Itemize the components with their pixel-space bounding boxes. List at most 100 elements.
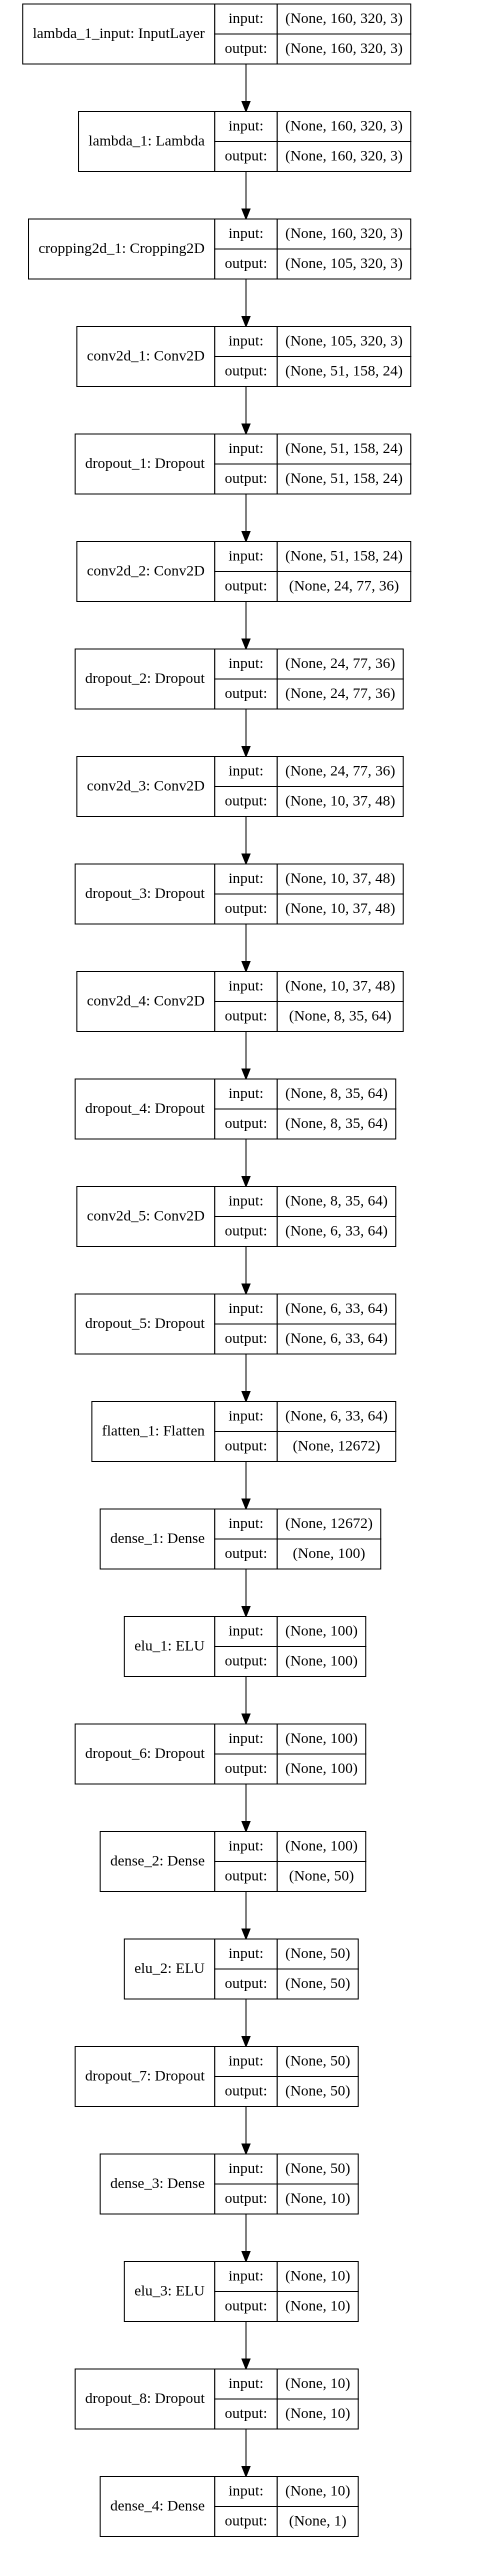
input-shape-cell	[276, 1723, 367, 1755]
input-shape: (None, 10, 37, 48)	[285, 871, 395, 887]
layer-name: conv2d_3: Conv2D	[87, 779, 205, 795]
input-label: input:	[228, 2161, 263, 2177]
flow-arrow	[241, 1246, 251, 1296]
layer-name: dense_4: Dense	[110, 2499, 205, 2515]
flow-arrow	[241, 601, 251, 651]
output-shape: (None, 1)	[289, 2514, 346, 2530]
input-label-cell	[214, 1078, 278, 1110]
layer-name: dropout_5: Dropout	[85, 1316, 205, 1332]
layer-name-cell	[76, 971, 216, 1032]
layer-name: conv2d_4: Conv2D	[87, 994, 205, 1010]
output-label: output:	[225, 1869, 268, 1885]
flow-arrow	[241, 64, 251, 113]
layer-name: dropout_6: Dropout	[85, 1746, 205, 1762]
input-label-cell	[214, 218, 278, 250]
input-label-cell	[214, 648, 278, 680]
output-shape: (None, 10)	[285, 2191, 350, 2207]
input-shape-cell	[276, 433, 412, 465]
flow-arrow	[241, 816, 251, 866]
output-shape: (None, 6, 33, 64)	[285, 1224, 387, 1240]
layer-name: elu_2: ELU	[134, 1961, 205, 1977]
input-label: input:	[228, 656, 263, 672]
output-shape: (None, 100)	[293, 1546, 365, 1562]
input-label: input:	[228, 549, 263, 565]
output-shape: (None, 160, 320, 3)	[285, 149, 402, 165]
input-shape: (None, 50)	[285, 2161, 350, 2177]
input-label: input:	[228, 441, 263, 457]
flow-arrow	[241, 924, 251, 973]
input-label: input:	[228, 979, 263, 995]
input-label: input:	[228, 1624, 263, 1640]
input-label-cell	[214, 1508, 278, 1540]
output-label: output:	[225, 1224, 268, 1240]
layer-name-cell	[123, 1938, 216, 2000]
layer-name-cell	[78, 111, 216, 172]
input-shape-cell	[276, 2476, 359, 2507]
input-label: input:	[228, 11, 263, 27]
input-shape: (None, 10)	[285, 2269, 350, 2285]
output-shape-cell	[276, 141, 412, 172]
input-label-cell	[214, 541, 278, 572]
layer-name: dense_3: Dense	[110, 2176, 205, 2192]
input-label-cell	[214, 1723, 278, 1755]
output-shape-cell	[276, 2398, 359, 2430]
output-label: output:	[225, 256, 268, 272]
input-shape-cell	[276, 648, 404, 680]
output-shape-cell	[276, 786, 404, 817]
input-label: input:	[228, 2054, 263, 2070]
input-shape: (None, 8, 35, 64)	[285, 1194, 387, 1210]
input-shape-cell	[276, 1078, 397, 1110]
input-shape: (None, 160, 320, 3)	[285, 119, 402, 135]
input-label: input:	[228, 1086, 263, 1102]
layer-name: dropout_2: Dropout	[85, 671, 205, 687]
input-label-cell	[214, 2261, 278, 2292]
output-shape: (None, 100)	[285, 1654, 357, 1670]
input-label-cell	[214, 971, 278, 1002]
output-shape-cell	[276, 248, 412, 280]
layer-name-cell	[123, 1616, 216, 1677]
flow-arrow	[241, 2429, 251, 2478]
layer-name: conv2d_2: Conv2D	[87, 564, 205, 580]
input-shape: (None, 160, 320, 3)	[285, 226, 402, 242]
output-label-cell	[214, 356, 278, 387]
output-shape-cell	[276, 1538, 382, 1570]
input-shape: (None, 160, 320, 3)	[285, 11, 402, 27]
output-shape-cell	[276, 678, 404, 710]
output-label: output:	[225, 364, 268, 380]
layer-name: dropout_7: Dropout	[85, 2069, 205, 2085]
input-label-cell	[214, 1938, 278, 1970]
output-shape-cell	[276, 1323, 397, 1355]
output-label: output:	[225, 2299, 268, 2315]
layer-name: flatten_1: Flatten	[102, 1424, 205, 1440]
output-label-cell	[214, 2506, 278, 2537]
output-shape: (None, 50)	[289, 1869, 354, 1885]
input-shape-cell	[276, 1831, 367, 1862]
layer-node: lambda_1_input: InputLayerinput:output:(…	[22, 3, 412, 65]
output-label-cell	[214, 1753, 278, 1785]
layer-name: dropout_4: Dropout	[85, 1101, 205, 1117]
output-label-cell	[214, 2398, 278, 2430]
layer-name: conv2d_1: Conv2D	[87, 349, 205, 365]
output-shape-cell	[276, 1216, 397, 1247]
layer-name: dropout_8: Dropout	[85, 2391, 205, 2407]
input-shape: (None, 6, 33, 64)	[285, 1301, 387, 1317]
output-shape-cell	[276, 1968, 359, 2000]
flow-arrow	[241, 1139, 251, 1188]
input-label-cell	[214, 2368, 278, 2400]
layer-name-cell	[123, 2261, 216, 2322]
input-shape: (None, 51, 158, 24)	[285, 441, 402, 457]
output-shape-cell	[276, 2183, 359, 2215]
flow-arrow	[241, 1461, 251, 1511]
input-shape-cell	[276, 863, 404, 895]
